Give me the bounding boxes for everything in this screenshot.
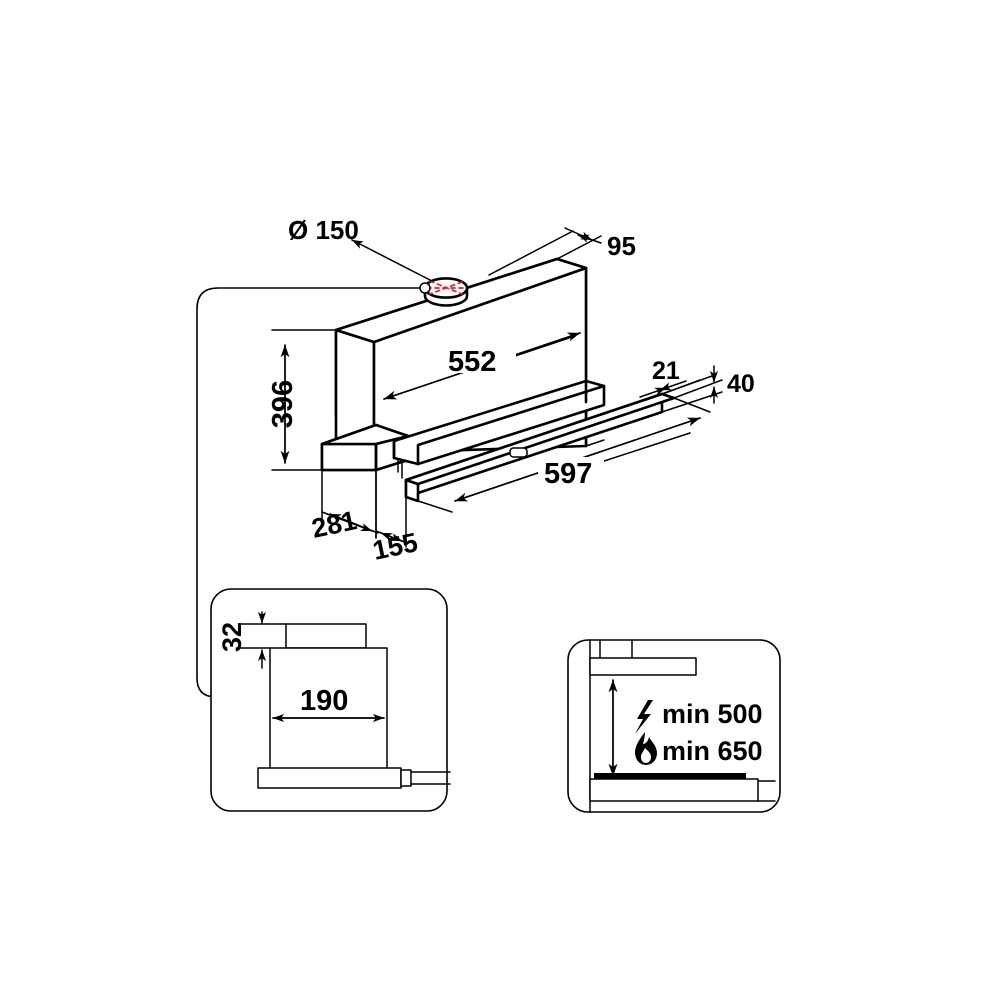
dim-panel-height: 40: [727, 370, 755, 398]
lightning-bolt-icon: [635, 700, 653, 734]
duct-diameter-leader: [351, 239, 433, 294]
duct-outlet: [423, 277, 469, 307]
dim-duct-offset: 95: [607, 231, 636, 261]
dim-base-depth: 281: [309, 505, 359, 544]
duct-centerlines-icon: [426, 280, 466, 295]
dim-body-height: 396: [267, 380, 299, 428]
clearance-electric-label: min 500: [662, 699, 763, 729]
dim-duct-height: 32: [217, 622, 247, 652]
dim-duct-diameter: Ø 150: [288, 215, 359, 245]
detail-right-frame: [567, 639, 781, 813]
detail-right-panel: min 500 min 650: [567, 639, 781, 813]
dim-396-lines: [271, 329, 337, 471]
control-button-icon: [509, 447, 528, 458]
clearance-gas-label: min 650: [662, 736, 763, 766]
dim-32-lines: [239, 611, 287, 669]
main-view-callout-frame: [196, 287, 434, 698]
dim-panel-offset: 21: [652, 357, 680, 385]
hood-bar: [589, 657, 697, 676]
dim-155-lines: [375, 469, 408, 548]
dim-40-lines: [661, 365, 723, 413]
detail-body-box: [269, 647, 388, 773]
dim-body-width: 552: [448, 346, 496, 378]
detail-slide-end: [400, 769, 412, 787]
hob-surface: [594, 773, 746, 779]
hood-isometric-body: [320, 257, 676, 503]
detail-duct-stub: [285, 623, 367, 649]
dim-21-lines: [639, 375, 713, 401]
worktop: [589, 778, 759, 802]
detail-slide-bar: [257, 767, 402, 789]
dim-duct-width: 190: [300, 685, 348, 717]
flame-icon: [635, 732, 657, 765]
dim-front-width: 597: [544, 458, 592, 490]
detail-left-panel: 32 190: [210, 588, 451, 812]
dim-95-lines: [488, 227, 602, 276]
